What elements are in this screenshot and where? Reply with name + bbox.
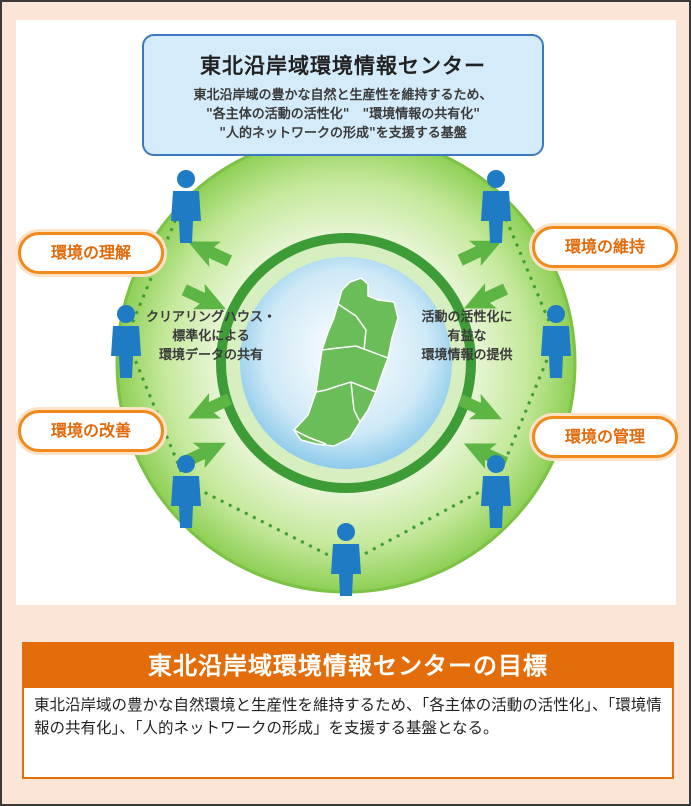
ring-diagram (111, 132, 577, 596)
diagram-area: 東北沿岸域環境情報センター 東北沿岸域の豊かな自然と生産性を維持するため、 "各… (16, 20, 678, 605)
inner-left-line-1: クリアリングハウス・ (146, 310, 277, 325)
center-description: 東北沿岸域の豊かな自然と生産性を維持するため、 "各主体の活動の活性化" "環境… (144, 86, 542, 143)
goal-understand: 環境の理解 (18, 232, 164, 274)
goal-section-title: 東北沿岸域環境情報センターの目標 (24, 644, 672, 688)
goal-section-description: 東北沿岸域の豊かな自然環境と生産性を維持するため、「各主体の活動の活性化」、「環… (34, 696, 662, 737)
center-line-2: "各主体の活動の活性化" "環境情報の共有化" (205, 107, 481, 122)
goal-improve: 環境の改善 (18, 410, 164, 452)
person-icon (111, 305, 141, 378)
goal-section: 東北沿岸域環境情報センターの目標 東北沿岸域の豊かな自然環境と生産性を維持するた… (22, 642, 674, 779)
center-line-1: 東北沿岸域の豊かな自然と生産性を維持するため、 (193, 88, 493, 103)
center-line-3: "人的ネットワークの形成"を支援する基盤 (219, 126, 467, 141)
center-info-box: 東北沿岸域環境情報センター 東北沿岸域の豊かな自然と生産性を維持するため、 "各… (142, 34, 544, 156)
goal-maintain: 環境の維持 (532, 226, 678, 268)
inner-left-line-3: 環境データの共有 (158, 348, 263, 363)
inner-left-text: クリアリングハウス・ 標準化による 環境データの共有 (146, 308, 276, 365)
inner-right-line-1: 活動の活性化に (421, 310, 513, 325)
inner-right-line-2: 有益な (447, 329, 487, 344)
inner-right-line-3: 環境情報の提供 (421, 348, 513, 363)
goal-manage: 環境の管理 (532, 416, 678, 458)
person-icon (541, 305, 571, 378)
center-title: 東北沿岸域環境情報センター (200, 54, 486, 78)
person-icon (171, 455, 201, 528)
person-icon (481, 170, 511, 243)
tohoku-map-icon (293, 277, 399, 447)
person-icon (481, 455, 511, 528)
inner-left-line-2: 標準化による (172, 329, 250, 344)
people-group (111, 170, 571, 596)
inner-right-text: 活動の活性化に 有益な 環境情報の提供 (408, 308, 526, 365)
person-icon (171, 170, 201, 243)
person-icon (331, 523, 361, 596)
